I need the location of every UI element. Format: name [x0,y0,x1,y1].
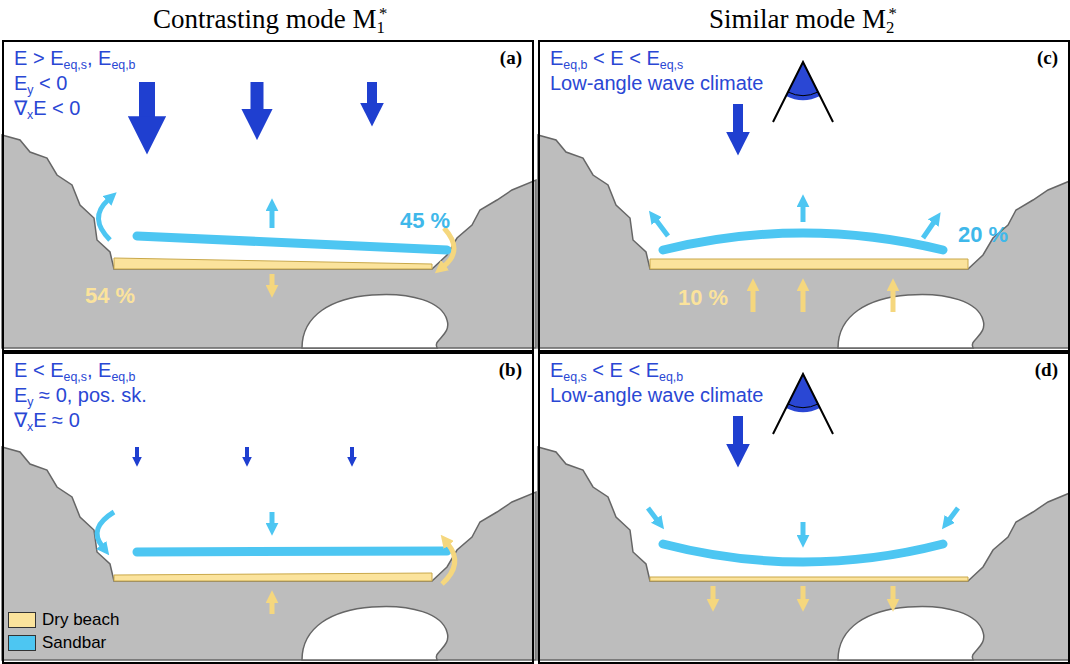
condition-text: Low-angle wave climate [550,71,763,96]
legend-swatch [8,635,36,651]
condition-text: ∇xE < 0 [14,96,136,121]
condition-text: ∇xE ≈ 0 [14,408,147,433]
legend-text: Sandbar [42,633,106,653]
condition-list: Eeq,s < E < Eeq,bLow-angle wave climate [550,358,763,408]
sandbar [663,544,943,562]
beach-arrow [891,586,896,600]
wave-arrow [367,82,377,105]
panel-letter: (b) [499,359,522,381]
bar-arrow [949,508,958,520]
sandbar [663,233,943,250]
beach-arrow [270,274,275,286]
dry-beach [650,577,968,581]
panel-d-art [538,374,1070,660]
beach-curved-arrow [444,228,454,266]
condition-text: Low-angle wave climate [550,383,763,408]
column-title: Similar mode M2* [709,4,897,35]
sandbar-percent: 20 % [958,222,1008,248]
bar-curved-arrow [98,200,110,240]
beach-arrow [891,290,896,312]
condition-list: Eeq,b < E < Eeq,sLow-angle wave climate [550,46,763,96]
dry-beach [114,573,432,581]
bar-arrow [801,206,806,222]
condition-text: E > Eeq,s, Eeq,b [14,46,136,71]
column-title: Contrasting mode M1* [153,4,387,35]
panel-b-art [2,447,536,660]
panel-box: (c) Eeq,b < E < Eeq,sLow-angle wave clima… [538,40,1070,352]
panel-b-art [2,447,536,660]
wave-arrow [245,447,249,458]
bar-arrow [656,220,668,236]
beach-percent: 54 % [85,283,135,309]
legend-text: Dry beach [42,610,119,630]
wave-angle-arc [788,92,818,95]
panel-letter: (d) [1035,359,1058,381]
legend-row: Dry beach [8,608,119,631]
beach-curved-arrow [442,544,455,584]
wave-angle-sector [786,62,820,100]
bar-arrow [270,512,275,524]
condition-text: Eeq,b < E < Eeq,s [550,46,763,71]
dry-beach [114,258,432,269]
wave-angle-lines [773,62,833,122]
beach-arrow [270,602,275,614]
wave-arrow [251,82,264,112]
beach-arrow [751,290,756,312]
panel-d-art [538,447,1070,660]
panel-c-art [538,135,1070,348]
sandbar [137,551,447,552]
condition-text: E < Eeq,s, Eeq,b [14,358,147,383]
sandbar-percent: 45 % [400,208,450,234]
legend-swatch [8,612,36,628]
panel-box: (a) E > Eeq,s, Eeq,bEy < 0∇xE < 0 [2,40,534,352]
beach-arrow [801,586,806,600]
wave-arrow [139,82,155,120]
beach-percent: 10 % [678,285,728,311]
bar-arrow [801,522,806,536]
panel-letter: (c) [1037,47,1058,69]
legend-row: Sandbar [8,631,119,654]
panel-letter: (a) [500,47,522,69]
panel-a-art [2,82,536,348]
condition-text: Ey < 0 [14,71,136,96]
bar-arrow [648,508,657,520]
beach-arrow [801,290,806,312]
wave-arrow [135,447,139,458]
wave-arrow [733,104,743,134]
condition-list: E > Eeq,s, Eeq,bEy < 0∇xE < 0 [14,46,136,121]
bar-curved-arrow [97,512,114,546]
panel-box: (d) Eeq,s < E < Eeq,bLow-angle wave clima… [538,352,1070,664]
wave-angle-sector [786,374,820,412]
dry-beach [650,259,968,269]
panel-a-art [2,135,536,348]
legend: Dry beachSandbar [8,608,119,654]
beach-arrow [711,586,716,600]
wave-angle-arc [788,404,818,407]
wave-arrow [733,416,743,446]
condition-text: Ey ≈ 0, pos. sk. [14,383,147,408]
sandbar [137,236,447,250]
condition-list: E < Eeq,s, Eeq,bEy ≈ 0, pos. sk.∇xE ≈ 0 [14,358,147,433]
panel-c-art [538,62,1070,348]
wave-angle-lines [773,374,833,434]
wave-arrow [350,447,354,458]
condition-text: Eeq,s < E < Eeq,b [550,358,763,383]
bar-arrow [923,222,934,238]
bar-arrow [270,210,275,228]
